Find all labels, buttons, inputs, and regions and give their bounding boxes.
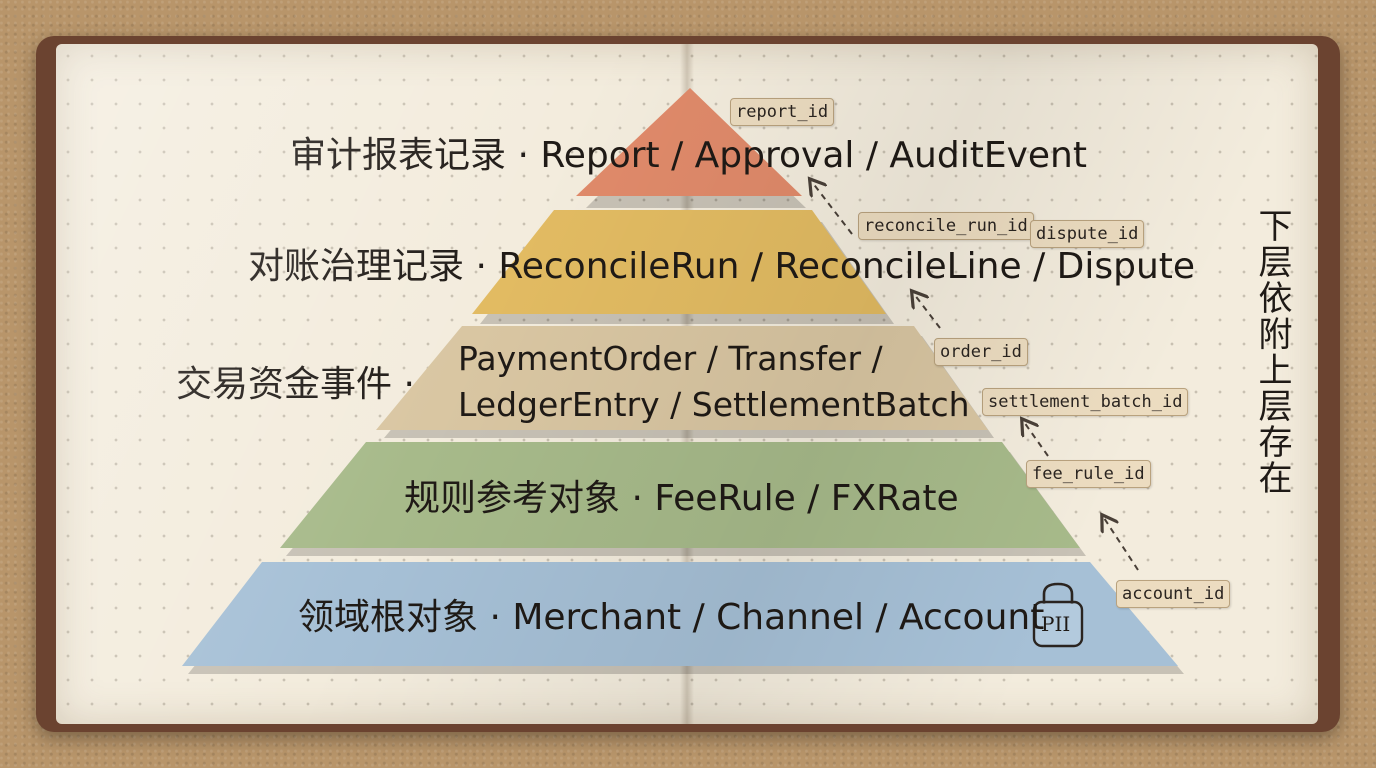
- layer-reconcile: [472, 210, 886, 314]
- dependency-arrow-2: [914, 294, 941, 329]
- layer-5-label: 领域根对象 · Merchant / Channel / Account: [298, 597, 1045, 638]
- key-tag-order-id: order_id: [934, 338, 1028, 366]
- dependency-arrow-4: [1104, 518, 1139, 571]
- key-tag-dispute-id: dispute_id: [1030, 220, 1145, 248]
- layer-3-label-line2: LedgerEntry / SettlementBatch: [458, 385, 970, 424]
- key-tag-fee-rule-id: fee_rule_id: [1026, 460, 1151, 488]
- layer-4-label: 规则参考对象 · FeeRule / FXRate: [404, 478, 959, 519]
- padlock-icon: [1032, 582, 1084, 648]
- key-tag-report-id: report_id: [730, 98, 835, 126]
- layer-rules: [280, 442, 1080, 548]
- dependency-note: 下层依附上层存在: [1252, 208, 1292, 496]
- dependency-arrow-3: [1024, 422, 1049, 457]
- key-tag-account-id: account_id: [1116, 580, 1231, 608]
- layer-3-label-line1: PaymentOrder / Transfer /: [458, 339, 883, 378]
- key-tag-settlement-batch-id: settlement_batch_id: [982, 388, 1189, 416]
- layer-transaction: [376, 326, 988, 430]
- pii-badge-label: PII: [1041, 612, 1071, 636]
- key-tag-reconcile-run-id: reconcile_run_id: [858, 212, 1034, 240]
- layer-1-label: 审计报表记录 · Report / Approval / AuditEvent: [290, 135, 1087, 176]
- layer-3-label-prefix: 交易资金事件 ·: [176, 364, 415, 405]
- layer-domain-root: [182, 562, 1178, 666]
- layer-audit: [576, 88, 802, 196]
- layer-2-label: 对账治理记录 · ReconcileRun / ReconcileLine / …: [248, 246, 1196, 287]
